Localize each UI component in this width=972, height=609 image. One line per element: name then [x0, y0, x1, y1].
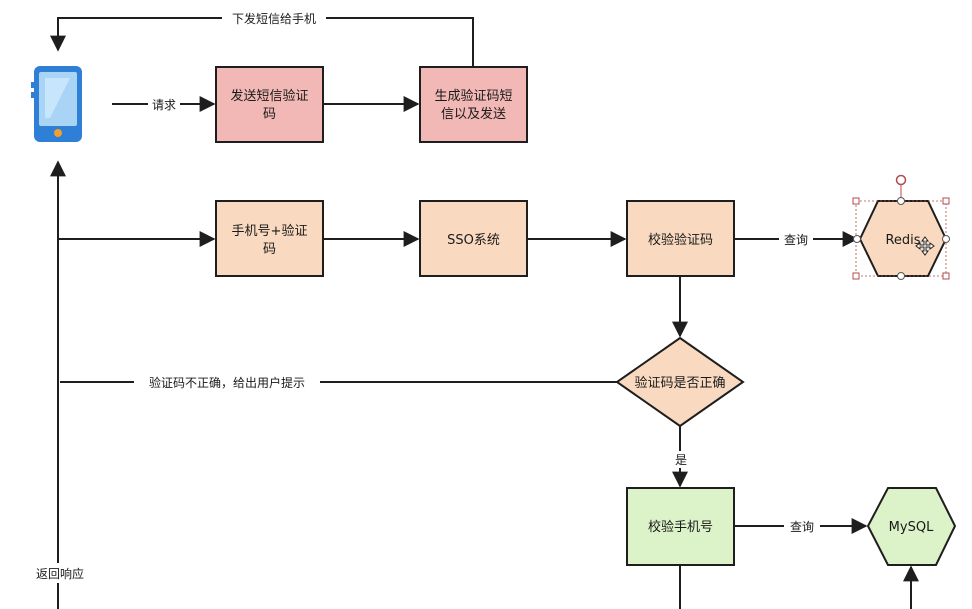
edge-label-return-response: 返回响应	[36, 566, 84, 581]
edge-label-yes: 是	[675, 453, 687, 467]
node-verify-phone[interactable]: 校验手机号	[626, 487, 735, 566]
node-sso-label: SSO系统	[447, 233, 500, 248]
node-phone-code-line1: 手机号+验证	[232, 223, 308, 239]
node-sso[interactable]: SSO系统	[419, 200, 528, 277]
node-gen-code[interactable]: 生成验证码短 信以及发送	[419, 66, 528, 143]
rotate-handle-icon[interactable]	[895, 174, 907, 186]
edge-label-bg	[222, 9, 326, 27]
resize-handle[interactable]	[942, 197, 950, 205]
edge-label-bg	[28, 563, 92, 583]
node-verify-code-label: 校验验证码	[648, 232, 713, 248]
node-redis-label: Redis	[885, 233, 920, 248]
redis-selection-handles[interactable]	[852, 174, 950, 280]
edge-label-query-mysql: 查询	[790, 520, 814, 534]
node-is-correct[interactable]: 验证码是否正确	[615, 336, 745, 428]
node-verify-code[interactable]: 校验验证码	[626, 200, 735, 277]
node-phone-code[interactable]: 手机号+验证 码	[215, 200, 324, 277]
resize-handle[interactable]	[852, 272, 860, 280]
connection-point[interactable]	[853, 235, 861, 243]
node-mysql-label: MySQL	[889, 520, 934, 535]
edge-label-sms-to-phone: 下发短信给手机	[232, 11, 316, 26]
connection-point[interactable]	[942, 235, 950, 243]
connection-point[interactable]	[897, 272, 905, 280]
node-verify-phone-label: 校验手机号	[648, 519, 713, 535]
node-gen-code-line1: 生成验证码短	[434, 88, 512, 104]
edge-label-bg	[779, 231, 813, 248]
node-is-correct-label: 验证码是否正确	[634, 375, 725, 391]
edge-label-bg	[784, 518, 820, 535]
resize-handle[interactable]	[852, 197, 860, 205]
node-mysql[interactable]: MySQL	[866, 487, 957, 566]
edge-label-query-redis: 查询	[784, 233, 808, 247]
node-gen-code-line2: 信以及发送	[441, 106, 506, 122]
edge-label-incorrect: 验证码不正确，给出用户提示	[149, 375, 305, 390]
edge-label-request: 请求	[152, 98, 176, 112]
node-send-sms-line1: 发送短信验证	[230, 88, 308, 104]
node-send-sms-line2: 码	[263, 107, 276, 122]
move-cursor-icon	[915, 236, 935, 256]
node-send-sms[interactable]: 发送短信验证 码	[215, 66, 324, 143]
node-redis[interactable]: Redis	[858, 200, 948, 277]
edge-label-bg	[134, 373, 320, 391]
connection-point[interactable]	[897, 197, 905, 205]
edge-label-bg	[148, 96, 180, 113]
mobile-phone-icon	[31, 66, 82, 142]
node-phone-code-line2: 码	[263, 242, 276, 257]
resize-handle[interactable]	[942, 272, 950, 280]
edge-label-bg	[671, 451, 691, 468]
